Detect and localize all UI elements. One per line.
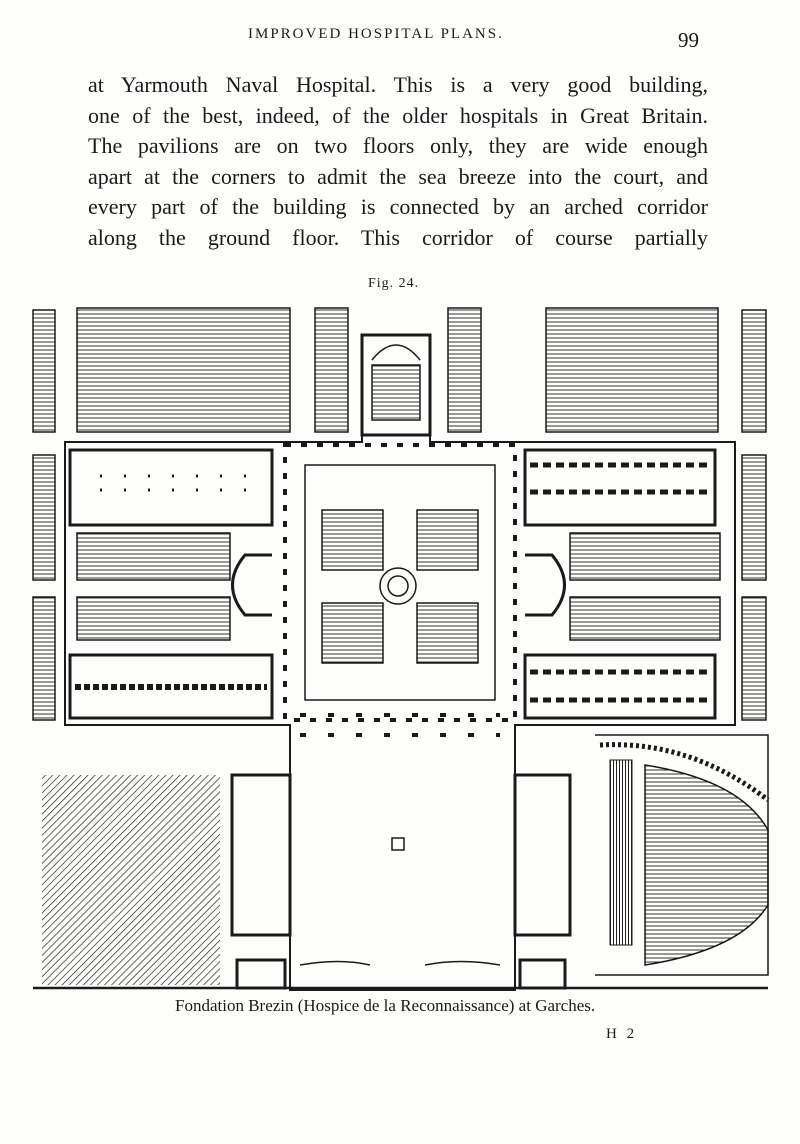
figure-caption: Fondation Brezin (Hospice de la Reconnai… [175,996,596,1015]
garden-strip [447,307,482,433]
hospital-floor-plan [32,307,770,991]
apse-left [231,553,272,617]
text-line: one of the best, indeed, of the older ho… [88,102,708,128]
page-number: 99 [678,28,699,52]
text-line: The pavilions are on two floors only, th… [88,133,708,158]
text-line: at Yarmouth Naval Hospital. This is a ve… [88,72,708,97]
figure-label: Fig. 24. [368,276,420,291]
edge-strip [741,596,767,721]
monument [391,837,405,851]
text-line: apart at the corners to admit the sea br… [88,163,708,189]
garden [569,596,721,641]
ward-upper-left [68,448,274,527]
text-line: along the ground floor. This corridor of… [88,224,708,250]
court [304,464,496,701]
garden-top-right [545,307,719,433]
garden [569,532,721,581]
ward-lower-left [68,653,274,720]
edge-strip [32,309,56,433]
edge-strip [32,454,56,581]
signature-mark: H 2 [606,1026,638,1042]
garden-top-left [76,307,291,433]
fountain [379,567,417,605]
edge-strip [741,454,767,581]
ward-upper-right [523,448,717,527]
garden [76,596,231,641]
court-bed [321,602,384,664]
building-outline [64,434,736,991]
court-bed [416,509,479,571]
hatched-block [42,775,220,985]
ward-lower-right [523,653,717,720]
wing-lower-right [513,773,572,937]
garden-strip [314,307,349,433]
text-line: every part of the building is connected … [88,194,708,219]
apse-right [525,553,566,617]
body-paragraph: at Yarmouth Naval Hospital. This is a ve… [88,70,708,253]
court-bed [321,509,384,571]
court-colonnade [283,443,517,722]
wing-lower-left [230,773,292,937]
garden [76,532,231,581]
court-bed [416,602,479,664]
running-head: IMPROVED HOSPITAL PLANS. [248,26,504,42]
edge-strip [32,596,56,721]
edge-strip [741,309,767,433]
